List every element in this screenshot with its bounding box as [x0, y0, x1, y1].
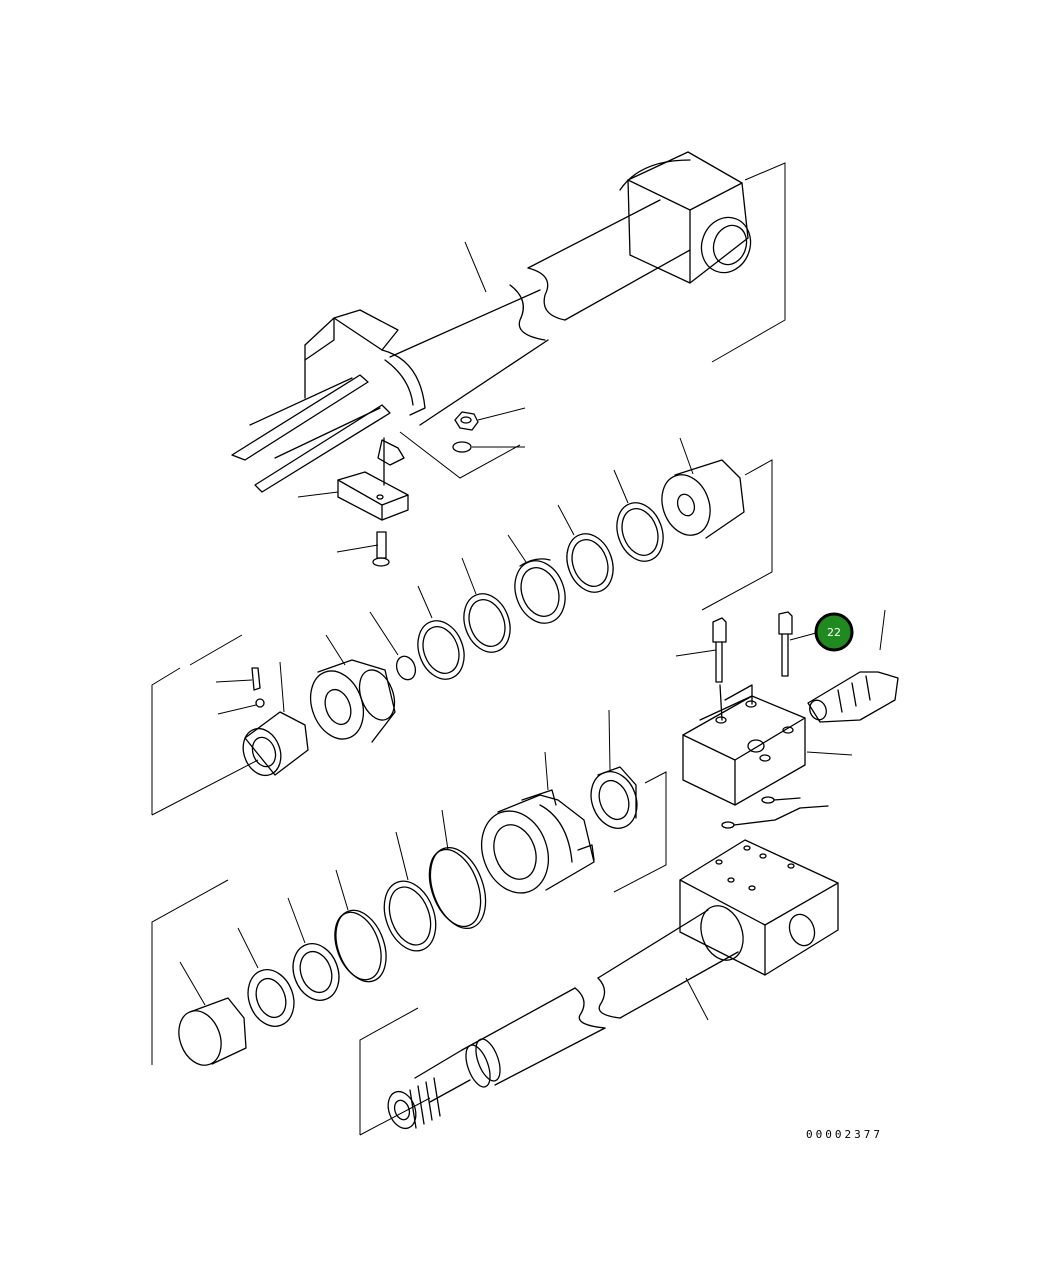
plate	[297, 437, 409, 521]
screw	[336, 531, 390, 567]
callout-22-label[interactable]: 22	[827, 626, 841, 639]
cylinder-tube	[231, 151, 786, 493]
head-row	[151, 709, 667, 1066]
drawing-reference-number: 00002377	[806, 1128, 883, 1141]
callout-22-circle[interactable]	[814, 612, 854, 652]
valve-group	[675, 609, 899, 829]
callout-22[interactable]: 22	[814, 612, 854, 652]
nut	[454, 407, 526, 431]
washer	[452, 441, 525, 453]
piston-rod	[359, 839, 839, 1136]
piston-row	[151, 437, 773, 816]
